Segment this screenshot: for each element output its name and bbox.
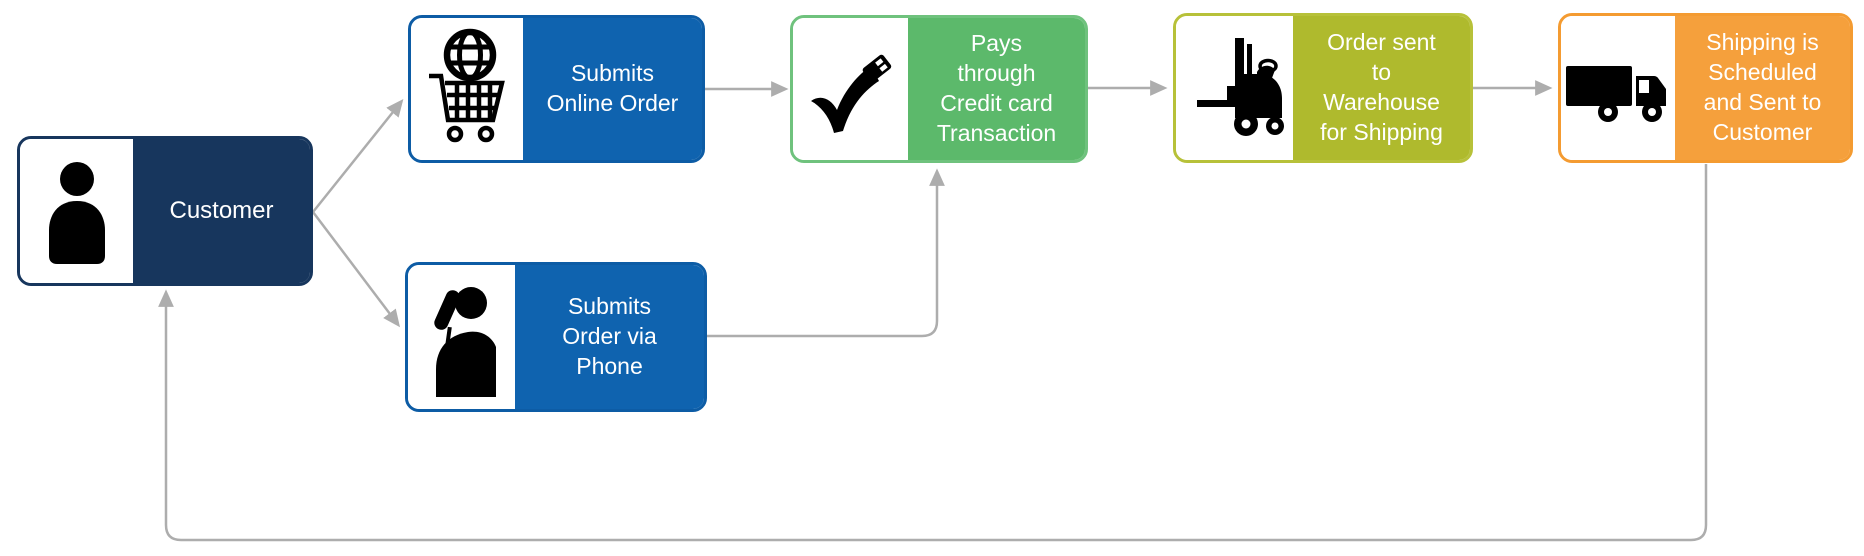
person-icon [20, 139, 133, 283]
node-submits-order-via-phone: Submits Order via Phone [405, 262, 707, 412]
node-customer-label: Customer [133, 139, 310, 283]
connector-shipping-to-customer-feedback [158, 164, 1708, 542]
forklift-icon [1176, 16, 1293, 160]
connector-customer-to-phone [312, 211, 401, 328]
node-order-to-warehouse-label: Order sent to Warehouse for Shipping [1293, 16, 1470, 160]
node-submits-online-order-label: Submits Online Order [523, 18, 702, 160]
connector-phone-to-credit [707, 168, 945, 338]
checkmark-plug-icon [793, 18, 908, 160]
truck-icon [1561, 16, 1675, 160]
globe-cart-icon [411, 18, 523, 160]
node-shipping-scheduled: Shipping is Scheduled and Sent to Custom… [1558, 13, 1853, 163]
node-order-to-warehouse: Order sent to Warehouse for Shipping [1173, 13, 1473, 163]
phone-person-icon [408, 265, 515, 409]
node-customer: Customer [17, 136, 313, 286]
node-submits-online-order: Submits Online Order [408, 15, 705, 163]
node-submits-order-via-phone-label: Submits Order via Phone [515, 265, 704, 409]
connector-customer-to-online [312, 99, 404, 213]
node-shipping-scheduled-label: Shipping is Scheduled and Sent to Custom… [1675, 16, 1850, 160]
node-pays-credit-card-label: Pays through Credit card Transaction [908, 18, 1085, 160]
node-pays-credit-card: Pays through Credit card Transaction [790, 15, 1088, 163]
